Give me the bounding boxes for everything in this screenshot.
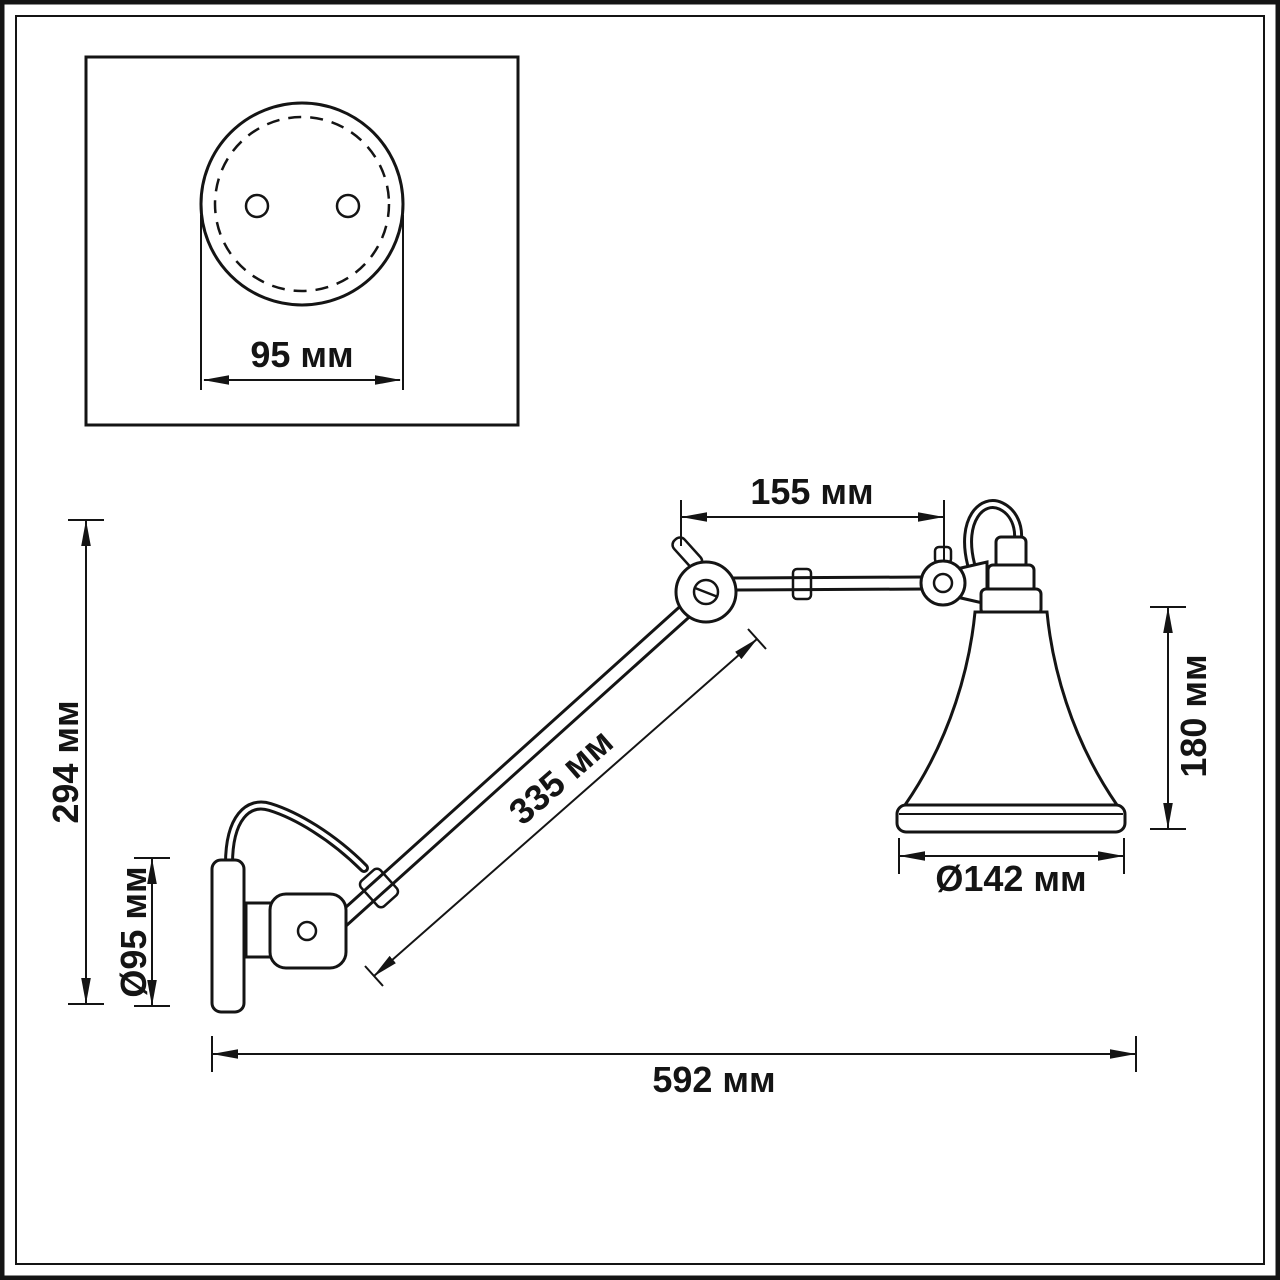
wall-cable xyxy=(224,800,369,873)
inner-border xyxy=(15,15,1265,1265)
mount-plate-dashed-circle xyxy=(213,115,391,293)
screw-hole-right xyxy=(335,193,361,219)
dim-overall-length: 592 мм xyxy=(211,1036,1137,1100)
dim-mount-width: 95 мм xyxy=(200,215,404,390)
dim-lower-arm-length: 335 мм xyxy=(364,628,767,987)
dim-mount-width-label: 95 мм xyxy=(250,334,353,375)
dim-shade-diameter-label: Ø142 мм xyxy=(935,858,1086,899)
dim-shade-height-label: 180 мм xyxy=(1173,654,1214,777)
elbow-screw-slot xyxy=(694,586,719,599)
shade-bell xyxy=(902,610,1120,807)
lamp-shade xyxy=(895,610,1127,834)
swivel-joint xyxy=(919,545,989,607)
screw-hole-left xyxy=(244,193,270,219)
upper-arm xyxy=(726,567,933,601)
dim-base-diameter: Ø95 мм xyxy=(113,857,170,1007)
dim-shade-height: 180 мм xyxy=(1150,606,1214,830)
dim-overall-length-label: 592 мм xyxy=(652,1059,775,1100)
mount-plate-circle xyxy=(199,101,405,307)
base-knuckle xyxy=(244,892,348,970)
dim-overall-height-label: 294 мм xyxy=(45,700,86,823)
elbow-joint xyxy=(671,536,738,624)
dimension-annotations: 294 мм Ø95 мм 155 мм 335 мм 180 мм xyxy=(45,471,1214,1100)
mount-detail-inset: 95 мм xyxy=(84,55,520,427)
lamp-drawing xyxy=(210,499,1127,1014)
dim-lower-arm-length-label: 335 мм xyxy=(501,721,621,833)
lamp-socket xyxy=(979,535,1043,616)
upper-arm-collar xyxy=(791,567,813,601)
shade-rim xyxy=(895,803,1127,834)
dim-overall-height: 294 мм xyxy=(45,519,104,1005)
wall-plate xyxy=(210,858,246,1014)
dim-shade-diameter: Ø142 мм xyxy=(898,838,1125,899)
dim-upper-arm-length-label: 155 мм xyxy=(750,471,873,512)
dim-upper-arm-length: 155 мм xyxy=(680,471,945,560)
lower-arm xyxy=(332,588,710,930)
dim-base-diameter-label: Ø95 мм xyxy=(113,866,154,997)
